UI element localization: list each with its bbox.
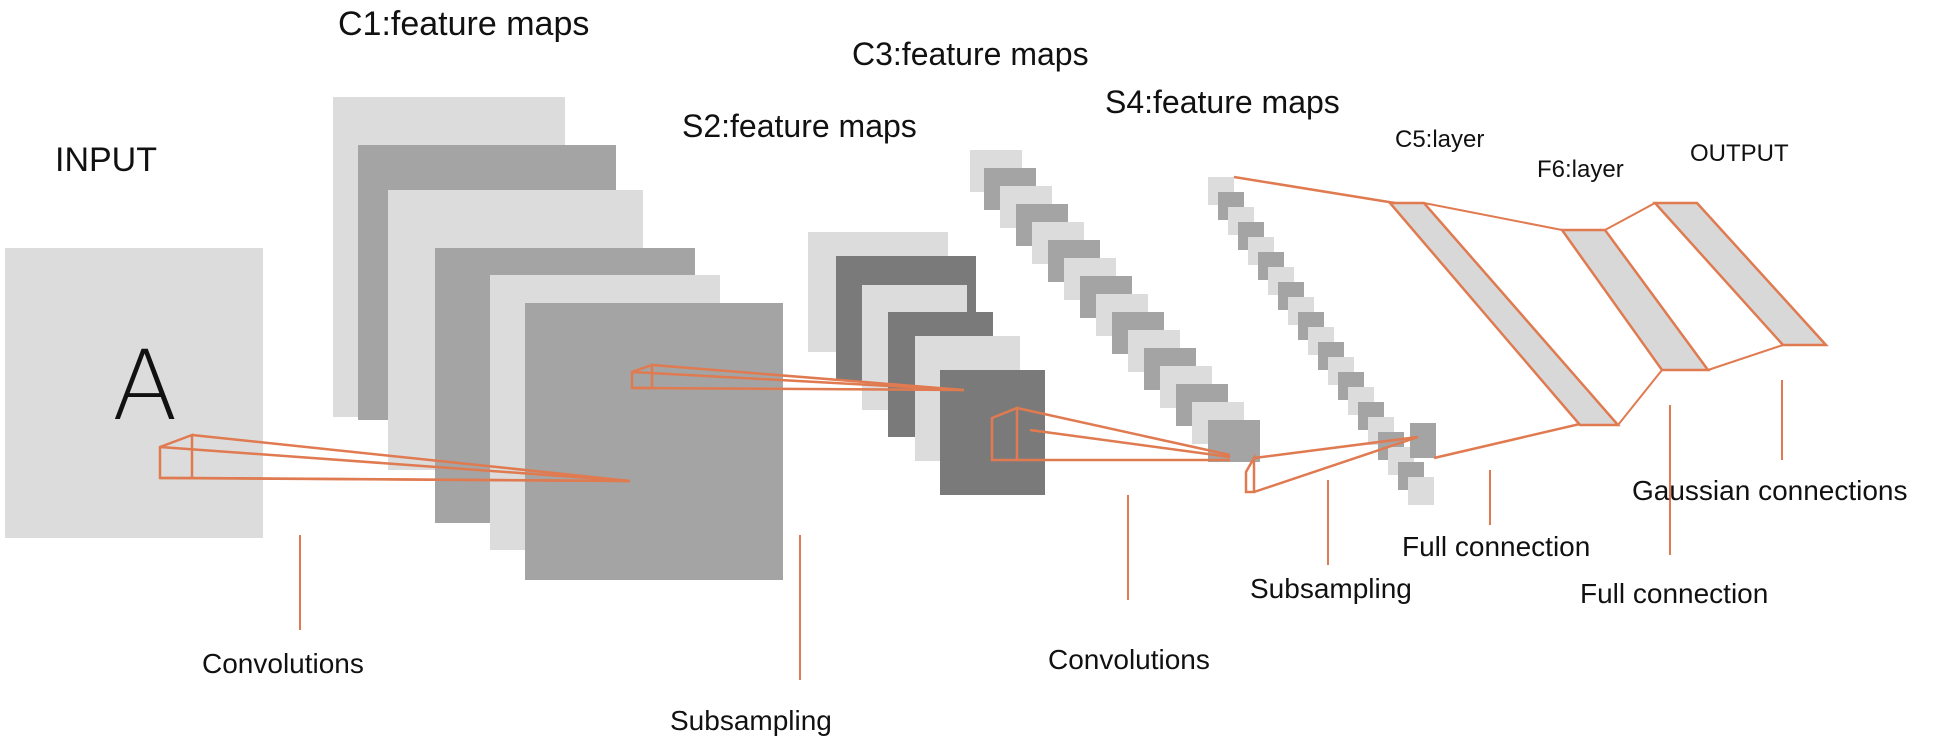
f6-band [1559,228,1711,372]
s2-label: S2:feature maps [682,108,917,144]
fully-connected-bands [1387,201,1829,427]
s4-label: S4:feature maps [1105,84,1340,120]
subsampling-label-2: Subsampling [1250,573,1412,604]
s4-feature-maps [1208,177,1436,505]
receptive-field-connectors [158,175,1598,494]
full-connection-label-1: Full connection [1402,531,1591,562]
input-letter-glyph: A [112,330,178,442]
c1-feature-maps [333,97,783,580]
c3-feature-maps [970,150,1260,462]
c5-label: C5:layer [1395,126,1485,153]
s2-feature-maps [808,232,1045,495]
subsampling-label-1: Subsampling [670,705,832,736]
convolutions-label-2: Convolutions [1048,644,1210,675]
gaussian-connections-label: Gaussian connections [1632,475,1908,506]
operation-ticks [299,380,1783,680]
input-plane [5,248,263,538]
input-label: INPUT [55,141,157,179]
c3-label: C3:feature maps [852,36,1089,72]
c1-label: C1:feature maps [338,5,590,43]
output-band [1652,201,1829,347]
full-connection-label-2: Full connection [1580,578,1769,609]
output-label: OUTPUT [1690,140,1789,167]
f6-label: F6:layer [1537,156,1624,183]
convolutions-label-1: Convolutions [202,648,364,679]
